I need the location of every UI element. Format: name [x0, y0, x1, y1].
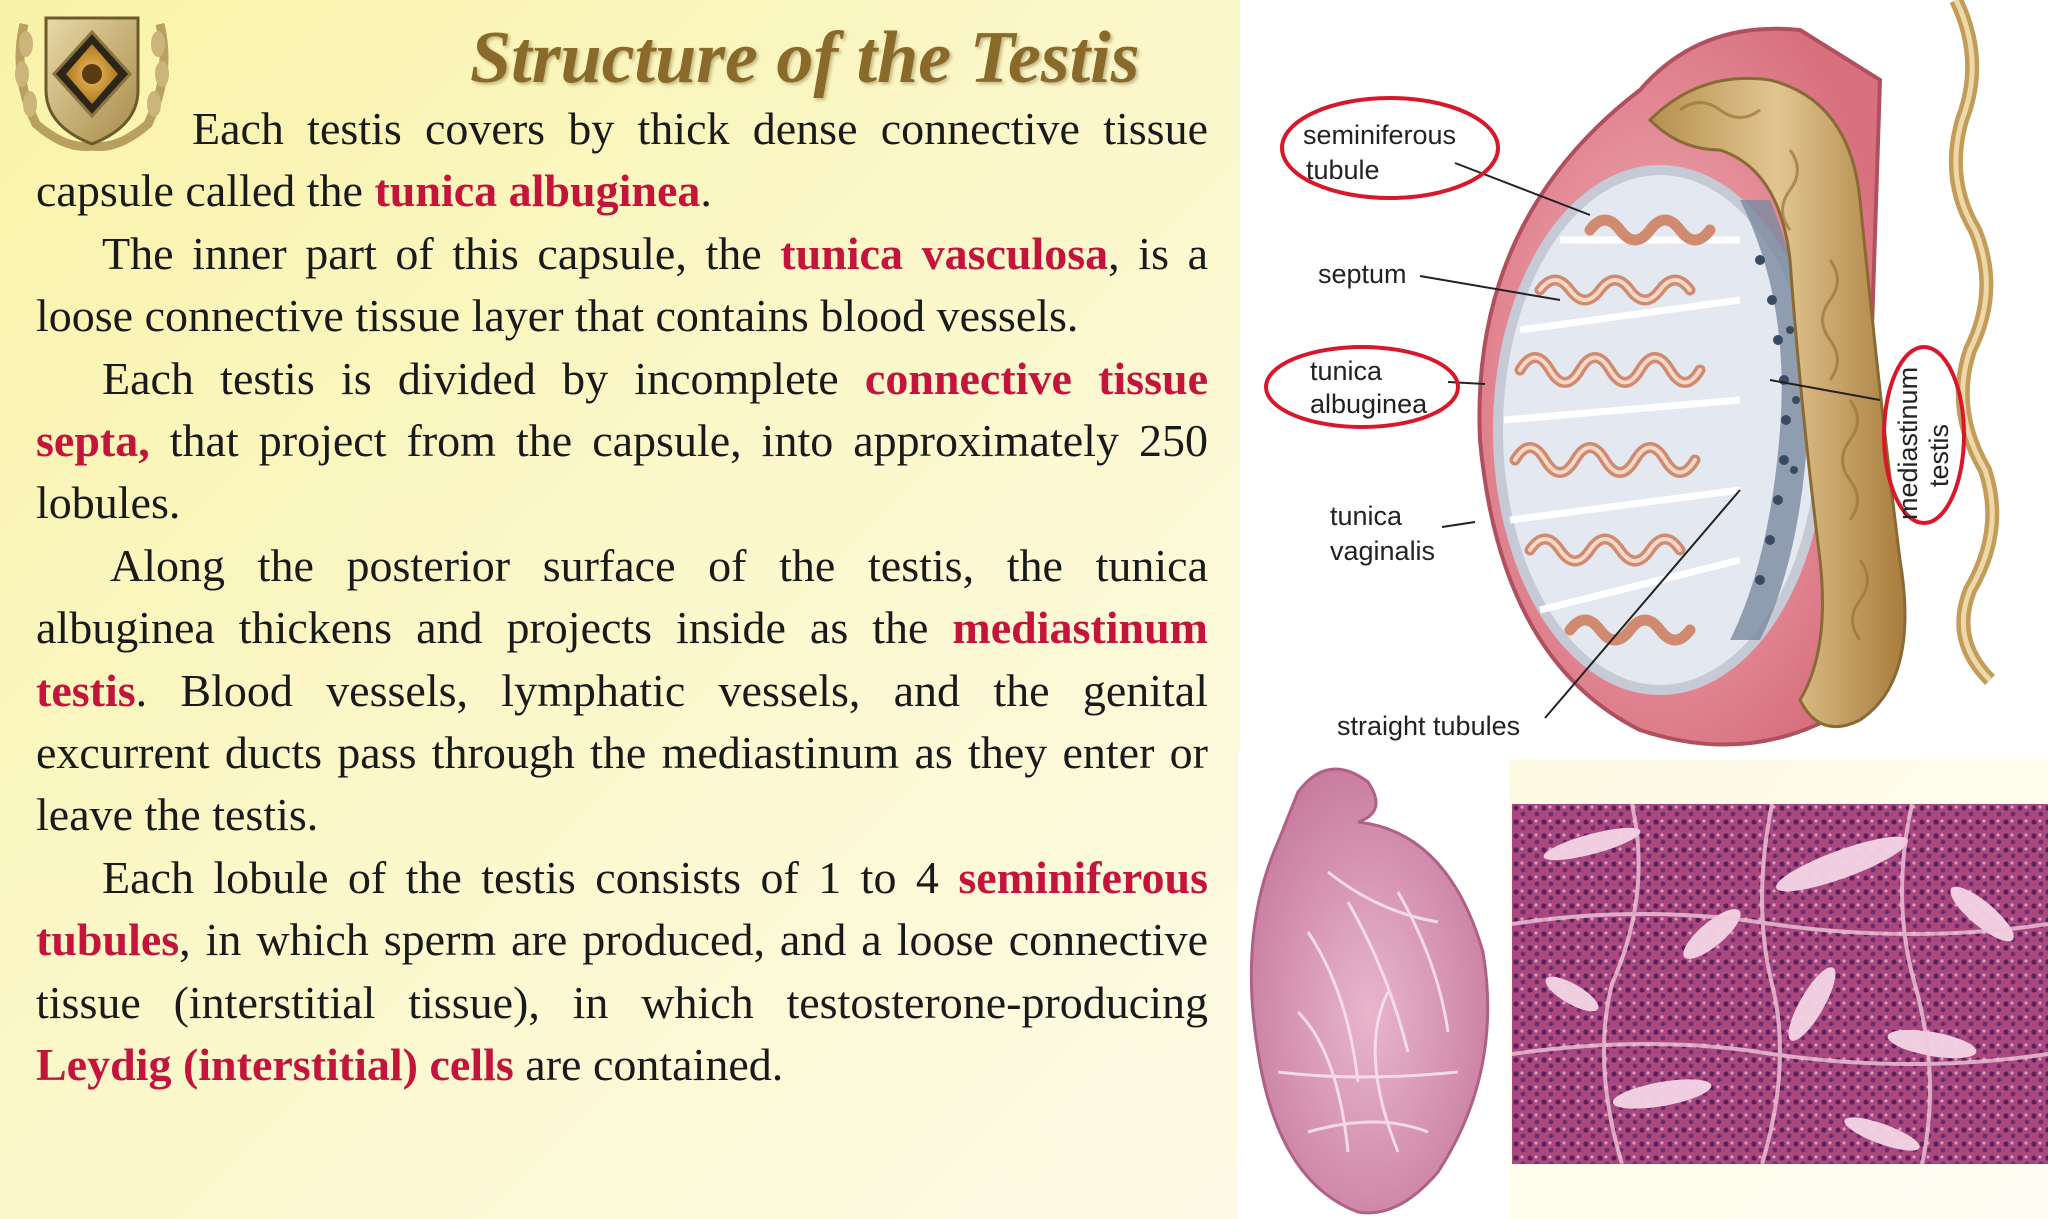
- text-segment: Along the posterior surface of the testi…: [36, 539, 1208, 654]
- highlight-circles: [1264, 96, 1966, 525]
- septa: [1503, 236, 1741, 614]
- label-mediastinum-line2: testis: [1924, 424, 1954, 487]
- interstitial-tissue: [1512, 804, 2048, 1164]
- label-vaginalis-line1: tunica: [1330, 501, 1403, 531]
- epididymis: [1647, 76, 1907, 729]
- text-segment: , is a loose connective tissue layer tha…: [36, 227, 1209, 342]
- paragraph-5: Each lobule of the testis consists of 1 …: [36, 847, 1208, 1097]
- testis-diagram: seminiferous tubule septum tunica albugi…: [1240, 0, 2048, 760]
- paragraph-2: The inner part of this capsule, the tuni…: [36, 223, 1208, 348]
- text-segment: . Blood vessels, lymphatic vessels, and …: [36, 664, 1208, 841]
- text-segment: are contained.: [513, 1039, 784, 1091]
- term-connective-tissue-septa: connective tissue septa,: [36, 352, 1208, 467]
- paragraph-3: Each testis is divided by incomplete con…: [36, 348, 1208, 535]
- text-segment: Each lobule of the testis consists of 1 …: [102, 851, 959, 903]
- term-mediastinum-testis: mediastinum testis: [36, 602, 1208, 716]
- label-albuginea-line2: albuginea: [1310, 389, 1428, 419]
- label-albuginea-line1: tunica: [1310, 356, 1383, 386]
- label-septum: septum: [1318, 259, 1407, 289]
- term-seminiferous-tubules: seminiferous tubules: [36, 851, 1208, 966]
- label-mediastinum-line1: mediastinum: [1893, 367, 1923, 520]
- slide-title: Structure of the Testis: [470, 17, 1140, 99]
- slide-body-text: Each testis covers by thick dense connec…: [36, 98, 1208, 1097]
- text-segment: that project from the capsule, into appr…: [36, 415, 1208, 529]
- text-segment: , in which sperm are produced, and a loo…: [36, 914, 1208, 1028]
- term-tunica-albuginea: tunica albuginea: [374, 165, 701, 217]
- term-tunica-vasculosa: tunica vasculosa: [780, 227, 1109, 279]
- paragraph-4: Along the posterior surface of the testi…: [36, 535, 1208, 847]
- tissue-background: [1512, 804, 2048, 1164]
- tubule-lumens: [1543, 827, 2014, 1151]
- text-segment: .: [700, 165, 712, 217]
- seminiferous-tubules-micrograph: [1512, 804, 2048, 1164]
- label-seminiferous-line2: tubule: [1306, 155, 1380, 185]
- label-seminiferous-line1: seminiferous: [1303, 120, 1456, 150]
- text-segment: The inner part of this capsule, the: [102, 227, 781, 279]
- university-emblem-icon: [15, 16, 169, 152]
- text-segment: Each testis is divided by incomplete: [102, 352, 865, 404]
- paragraph-1: Each testis covers by thick dense connec…: [36, 98, 1208, 223]
- term-leydig-cells: Leydig (interstitial) cells: [36, 1039, 514, 1091]
- rete-testis: [1730, 200, 1809, 640]
- testis-section-micrograph: [1238, 752, 1510, 1219]
- label-vaginalis-line2: vaginalis: [1330, 536, 1435, 566]
- leader-lines: [1419, 162, 1881, 719]
- label-straight-tubules: straight tubules: [1337, 711, 1520, 741]
- text-segment: Each testis covers by thick dense connec…: [36, 103, 1208, 217]
